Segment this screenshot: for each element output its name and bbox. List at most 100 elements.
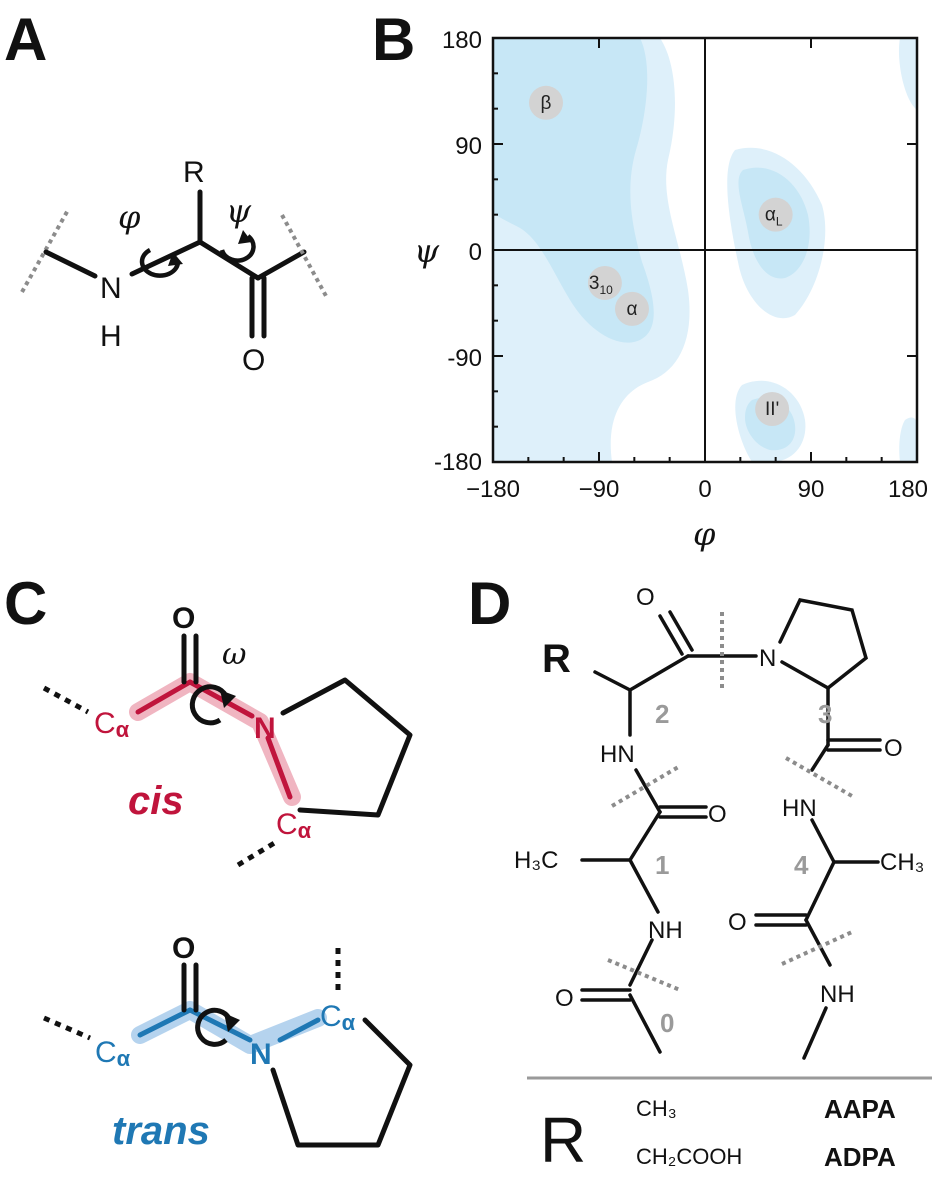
substituent-table: R CH₃ CH₂COOH AAPA ADPA <box>527 1076 932 1176</box>
panel-a: A R N H O φ ψ <box>4 6 328 377</box>
nitrogen-label: N <box>100 272 122 305</box>
bond-left-n <box>43 249 98 279</box>
x-tick-label: 0 <box>698 476 711 503</box>
trans-isomer: O N Cα Cα trans <box>43 932 413 1153</box>
three-ten-main: 3 <box>589 273 600 294</box>
alpha-marker-label: α <box>626 299 637 320</box>
bond-c4-nh <box>804 918 832 967</box>
oxygen-label-0: O <box>555 985 574 1012</box>
y-tick-labels: 180 90 0 -90 -180 <box>434 27 482 476</box>
psi-rotation-arrow-icon <box>219 234 256 263</box>
trans-label: trans <box>112 1109 210 1153</box>
peptide-name-aapa: AAPA <box>824 1094 896 1124</box>
trans-n-calpha-bond <box>277 1017 321 1043</box>
cis-isomer: O ω N Cα Cα cis <box>42 602 413 868</box>
x-axis-symbol: φ <box>693 515 716 553</box>
beta-alpha-region-inner <box>493 38 654 343</box>
y-tick-label: 90 <box>455 133 482 160</box>
cis-calpha-right-sub: α <box>298 818 312 843</box>
oxygen-label-4: O <box>728 909 747 936</box>
residue-number-0: 0 <box>660 1008 674 1038</box>
cis-left-dashed-bond <box>42 685 90 715</box>
edge-region-top-right <box>898 38 917 110</box>
alpha-l-marker-label: αL <box>765 205 783 229</box>
peptide-bond-cut-4-cap <box>781 930 853 966</box>
cis-n-calpha-bond <box>265 735 293 800</box>
proline-ring <box>778 598 869 691</box>
cis-calpha-c-bond <box>135 679 193 715</box>
alpha-marker-dot <box>614 291 649 326</box>
oxygen-label: O <box>242 344 265 377</box>
oxygen-label-2: O <box>636 584 655 611</box>
x-tick-label: −180 <box>466 476 520 503</box>
right-truncation-mark <box>280 214 328 297</box>
panel-b-letter: B <box>372 6 415 73</box>
y-tick-label: -180 <box>434 449 482 476</box>
plot-ticks <box>492 37 918 463</box>
cis-proline-ring <box>280 677 413 818</box>
trans-calpha-left-label: Cα <box>95 1036 131 1071</box>
hn-label-4: HN <box>782 795 817 822</box>
bond-c0-methyl <box>628 993 662 1054</box>
alpha-l-marker-dot <box>758 197 793 232</box>
left-handed-helix-marker: αL <box>758 197 793 232</box>
region-markers: β 310 α αL II' <box>529 85 793 426</box>
omega-label: ω <box>222 637 246 672</box>
cis-lower-dashed-bond <box>236 839 278 868</box>
y-tick-label: -90 <box>447 345 482 372</box>
cis-c-n-bond <box>187 679 255 719</box>
psi-arrowhead-icon <box>238 230 252 244</box>
x-tick-label: 90 <box>798 476 825 503</box>
bond-r-calpha2 <box>593 670 632 692</box>
beta-marker-dot <box>529 85 563 120</box>
three-ten-marker-dot <box>587 265 622 300</box>
peptide-name-adpa: ADPA <box>824 1142 896 1172</box>
trans-omega-arrowhead-icon <box>224 1013 240 1032</box>
bond-c1-calpha1 <box>628 810 662 862</box>
x-tick-label: 180 <box>888 476 928 503</box>
bond-calpha1-n1 <box>628 858 660 914</box>
h3c-label: H₃C <box>514 847 558 874</box>
panel-c: C O ω N Cα Cα cis <box>4 570 413 1153</box>
bond-calpha4-c4 <box>804 860 836 922</box>
tetrapeptide-structure: R O N O HN HN O H₃C CH₃ NH O O NH 2 3 1 … <box>514 584 924 1060</box>
bond-c-right <box>255 249 307 281</box>
carbonyl-2-a <box>658 614 684 656</box>
alpha-helix-marker: α <box>614 291 649 326</box>
trans-calpha-right-sub: α <box>342 1010 356 1035</box>
substituent-ch2cooh: CH₂COOH <box>636 1144 742 1169</box>
panel-c-letter: C <box>4 570 47 637</box>
cis-calpha-left-c: C <box>94 707 116 740</box>
bond-n4-calpha4 <box>810 818 836 864</box>
trans-omega-arrow-icon <box>195 1007 233 1047</box>
phi-label: φ <box>118 198 141 236</box>
oxygen-label-3: O <box>884 735 903 762</box>
bond-calpha2-c <box>628 654 690 692</box>
cis-calpha-right-label: Cα <box>276 808 312 843</box>
three-ten-helix-marker: 310 <box>587 265 622 300</box>
substituent-ch3: CH₃ <box>636 1096 677 1121</box>
three-ten-sub: 10 <box>599 283 613 297</box>
panel-b: B <box>372 6 928 553</box>
ii-prime-marker-dot <box>755 392 790 426</box>
edge-region-bottom-right <box>899 417 917 462</box>
cis-nitrogen-label: N <box>254 712 276 745</box>
panel-d: D <box>468 570 932 1176</box>
ch3-label: CH₃ <box>880 849 924 876</box>
hn-label-2: HN <box>600 741 635 768</box>
trans-oxygen-label: O <box>172 932 195 965</box>
y-tick-label: 180 <box>442 27 482 54</box>
cis-label: cis <box>128 779 184 823</box>
residue-number-4: 4 <box>794 850 809 880</box>
r-group-label: R <box>183 156 205 189</box>
hydrogen-label: H <box>100 320 122 353</box>
y-axis-symbol: ψ <box>414 232 440 270</box>
phi-rotation-arrow-icon <box>139 248 181 278</box>
nitrogen-label-pro: N <box>759 645 776 672</box>
nh-label-cap: NH <box>820 981 855 1008</box>
ramachandran-plot: −180 −90 0 90 180 180 90 0 -90 -180 φ ψ … <box>414 27 928 553</box>
trans-calpha-left-sub: α <box>117 1046 131 1071</box>
cis-calpha-left-label: Cα <box>94 707 130 742</box>
panel-a-letter: A <box>4 6 47 73</box>
